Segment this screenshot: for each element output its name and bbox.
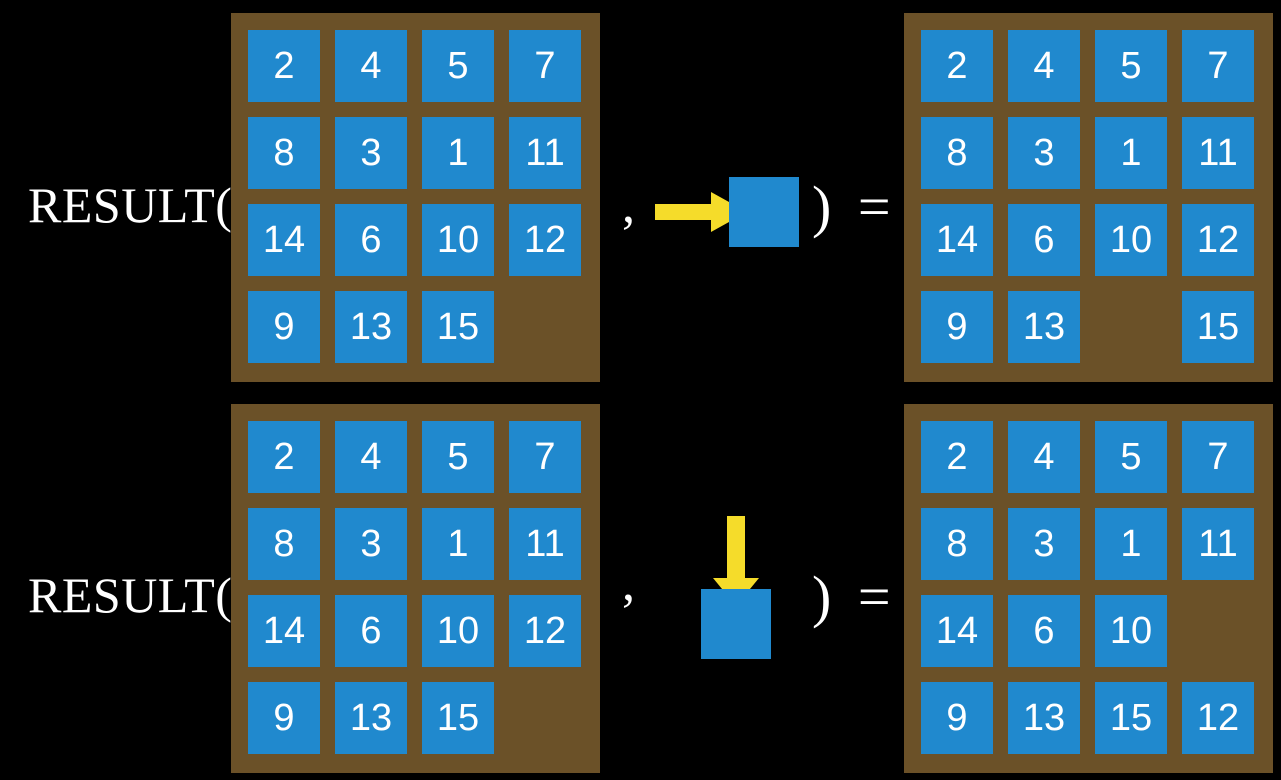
argument-separator: , — [622, 555, 635, 612]
tile[interactable]: 4 — [1008, 421, 1080, 493]
tile[interactable]: 11 — [509, 508, 581, 580]
tile[interactable]: 9 — [921, 682, 993, 754]
blank-slot[interactable] — [1095, 291, 1167, 363]
input-board: 2 4 5 7 8 3 1 11 14 6 10 12 9 13 15 — [231, 404, 600, 773]
tile[interactable]: 8 — [248, 117, 320, 189]
tile[interactable]: 4 — [335, 421, 407, 493]
tile[interactable]: 7 — [1182, 30, 1254, 102]
tile[interactable]: 5 — [1095, 30, 1167, 102]
tile[interactable]: 12 — [1182, 682, 1254, 754]
arrow-down-icon — [713, 516, 759, 606]
tile[interactable]: 3 — [1008, 508, 1080, 580]
tile[interactable]: 14 — [921, 595, 993, 667]
tile[interactable]: 11 — [1182, 508, 1254, 580]
equation-row: Result( 2 4 5 7 8 3 1 11 14 6 10 12 9 13… — [0, 390, 1281, 780]
tile[interactable]: 4 — [1008, 30, 1080, 102]
tile[interactable]: 15 — [422, 682, 494, 754]
direction-tile[interactable] — [701, 589, 771, 659]
tile[interactable]: 8 — [921, 117, 993, 189]
tile[interactable]: 13 — [1008, 291, 1080, 363]
tile[interactable]: 6 — [1008, 595, 1080, 667]
tile[interactable]: 6 — [335, 595, 407, 667]
tile[interactable]: 10 — [422, 595, 494, 667]
blank-slot[interactable] — [1182, 595, 1254, 667]
tile[interactable]: 12 — [509, 595, 581, 667]
tile[interactable]: 9 — [248, 291, 320, 363]
tile[interactable]: 14 — [248, 595, 320, 667]
tile[interactable]: 14 — [921, 204, 993, 276]
tile[interactable]: 1 — [1095, 117, 1167, 189]
tile[interactable]: 1 — [1095, 508, 1167, 580]
tile[interactable]: 2 — [921, 30, 993, 102]
tile[interactable]: 7 — [509, 30, 581, 102]
tile[interactable]: 3 — [335, 508, 407, 580]
tile[interactable]: 5 — [422, 421, 494, 493]
result-label-text: Result( — [28, 177, 233, 233]
tile[interactable]: 4 — [335, 30, 407, 102]
tile[interactable]: 11 — [509, 117, 581, 189]
tile[interactable]: 15 — [1095, 682, 1167, 754]
tile[interactable]: 3 — [1008, 117, 1080, 189]
tile[interactable]: 1 — [422, 117, 494, 189]
equation-row: Result( 2 4 5 7 8 3 1 11 14 6 10 12 9 13… — [28, 13, 1273, 382]
arrow-right-icon — [655, 192, 747, 232]
tile[interactable]: 12 — [509, 204, 581, 276]
direction-tile[interactable] — [729, 177, 799, 247]
tile[interactable]: 2 — [248, 30, 320, 102]
tile[interactable]: 11 — [1182, 117, 1254, 189]
tile[interactable]: 9 — [921, 291, 993, 363]
tile[interactable]: 13 — [335, 682, 407, 754]
tile[interactable]: 10 — [422, 204, 494, 276]
output-board: 2 4 5 7 8 3 1 11 14 6 10 12 9 13 15 — [904, 13, 1273, 382]
tile[interactable]: 6 — [335, 204, 407, 276]
closing-equals: ) = — [812, 174, 897, 239]
tile[interactable]: 7 — [1182, 421, 1254, 493]
closing-equals: ) = — [812, 564, 897, 629]
result-function-label: Result( — [28, 570, 232, 620]
tile[interactable]: 13 — [335, 291, 407, 363]
tile[interactable]: 7 — [509, 421, 581, 493]
blank-slot[interactable] — [509, 291, 581, 363]
tile[interactable]: 9 — [248, 682, 320, 754]
tile[interactable]: 15 — [1182, 291, 1254, 363]
tile[interactable]: 2 — [921, 421, 993, 493]
blank-slot[interactable] — [509, 682, 581, 754]
tile[interactable]: 5 — [422, 30, 494, 102]
argument-separator: , — [622, 177, 635, 234]
tile[interactable]: 8 — [921, 508, 993, 580]
tile[interactable]: 10 — [1095, 595, 1167, 667]
tile[interactable]: 1 — [422, 508, 494, 580]
result-function-label: Result( — [28, 180, 232, 230]
result-label-text: Result( — [28, 567, 233, 623]
tile[interactable]: 13 — [1008, 682, 1080, 754]
tile[interactable]: 14 — [248, 204, 320, 276]
tile[interactable]: 15 — [422, 291, 494, 363]
output-board: 2 4 5 7 8 3 1 11 14 6 10 9 13 15 12 — [904, 404, 1273, 773]
tile[interactable]: 3 — [335, 117, 407, 189]
input-board: 2 4 5 7 8 3 1 11 14 6 10 12 9 13 15 — [231, 13, 600, 382]
tile[interactable]: 6 — [1008, 204, 1080, 276]
tile[interactable]: 12 — [1182, 204, 1254, 276]
tile[interactable]: 8 — [248, 508, 320, 580]
tile[interactable]: 2 — [248, 421, 320, 493]
tile[interactable]: 10 — [1095, 204, 1167, 276]
tile[interactable]: 5 — [1095, 421, 1167, 493]
